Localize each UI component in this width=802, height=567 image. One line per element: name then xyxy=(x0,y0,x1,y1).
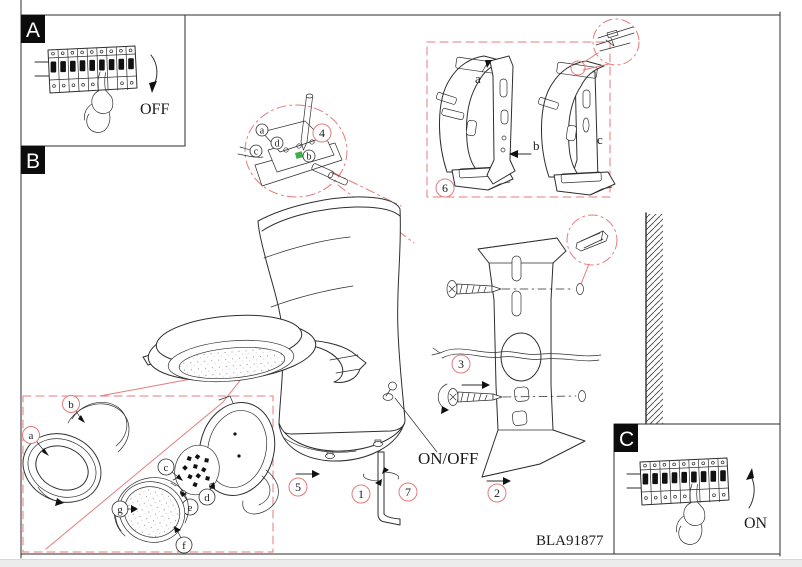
head-part-d-callout: d xyxy=(198,482,216,506)
svg-text:3: 3 xyxy=(458,357,464,371)
svg-text:g: g xyxy=(117,504,123,516)
green-wire xyxy=(311,163,348,186)
product-code: BLA91877 xyxy=(536,533,604,549)
head-arm xyxy=(299,339,367,383)
wall-bracket-assembled-view xyxy=(538,60,616,196)
svg-text:a: a xyxy=(260,126,265,137)
section-b: B xyxy=(21,146,45,174)
bracket-part-b-label: b xyxy=(533,138,540,153)
bracket-part-c-label: c xyxy=(597,132,603,147)
wall-section xyxy=(645,212,663,425)
section-c-label-box xyxy=(614,424,638,452)
svg-text:d: d xyxy=(275,139,280,150)
head-part-a-callout: a xyxy=(22,426,49,456)
mounting-plate-small xyxy=(486,55,516,185)
step-callout-6: 6 xyxy=(435,178,455,198)
svg-text:b: b xyxy=(307,152,312,163)
svg-text:2: 2 xyxy=(494,486,500,500)
circuit-breaker-off-illustration: OFF xyxy=(34,45,169,133)
switch-leader-line xyxy=(394,397,438,453)
terminal-detail-circle: a c d b 4 xyxy=(237,93,415,244)
switch-toggle xyxy=(382,381,397,401)
led-plate xyxy=(170,444,220,496)
lamp-body: ON/OFF xyxy=(257,196,478,468)
allen-key-group: 5 1 7 xyxy=(288,451,418,526)
mains-wire xyxy=(431,347,602,362)
head-part-c-callout: c xyxy=(157,458,183,481)
base-set-screws xyxy=(325,439,383,459)
screw-bottom xyxy=(437,381,503,414)
svg-text:b: b xyxy=(68,399,74,411)
step-callout-2: 2 xyxy=(487,483,507,503)
on-off-text: ON/OFF xyxy=(418,449,478,468)
head-part-g-callout: g xyxy=(111,500,138,518)
svg-text:1: 1 xyxy=(358,487,364,501)
step-callout-1: 1 xyxy=(351,484,371,504)
step-callout-7: 7 xyxy=(398,482,418,502)
svg-text:c: c xyxy=(164,462,169,474)
svg-text:c: c xyxy=(254,147,259,158)
screw-bottom-axis xyxy=(502,395,577,398)
lamp-head xyxy=(142,314,367,383)
page-bottom-edge xyxy=(0,559,802,567)
section-a-label-box xyxy=(21,15,45,43)
section-a-label: A xyxy=(26,19,40,42)
section-b-label: B xyxy=(26,150,40,173)
svg-text:4: 4 xyxy=(319,126,325,140)
screw-top xyxy=(446,280,502,298)
svg-text:e: e xyxy=(188,502,193,514)
diffuser-disc xyxy=(118,481,186,543)
hook-detail-circle xyxy=(582,18,640,71)
terminal-part-c-callout: c xyxy=(249,144,263,158)
step-callout-4: 4 xyxy=(312,123,332,143)
terminal-part-b-callout: b xyxy=(302,149,316,163)
svg-text:d: d xyxy=(204,492,210,504)
section-a: A OFF xyxy=(20,14,186,147)
anchor-hole-bottom xyxy=(578,390,586,402)
head-part-b-callout: b xyxy=(62,395,85,423)
lens-speckled xyxy=(178,347,286,379)
svg-text:5: 5 xyxy=(295,480,301,494)
step-callout-3: 3 xyxy=(451,354,471,374)
exploded-head-box: a b xyxy=(22,395,279,554)
head-part-f-callout: f xyxy=(174,526,193,554)
circuit-breaker-on-illustration: ON xyxy=(626,457,768,545)
svg-text:f: f xyxy=(182,540,186,552)
rotation-arrows xyxy=(363,467,400,486)
bracket-assembly-box: a b c xyxy=(426,18,640,198)
hook-highlight-circle xyxy=(570,60,586,76)
page-frame xyxy=(20,0,781,559)
anchor-hole-top xyxy=(576,283,584,295)
wall-anchor-detail-circle xyxy=(566,214,618,285)
section-c: C ON xyxy=(613,423,781,555)
svg-text:6: 6 xyxy=(442,181,448,195)
svg-text:a: a xyxy=(29,430,34,442)
wall-plate-group: 3 2 xyxy=(431,214,618,503)
section-c-label: C xyxy=(619,428,634,451)
allen-key xyxy=(377,451,401,526)
on-text: ON xyxy=(744,515,768,532)
terminal-part-d-callout: d xyxy=(270,136,284,150)
terminal-part-a-callout: a xyxy=(255,123,269,137)
section-b-label-box xyxy=(21,146,45,174)
screwdriver-icon xyxy=(300,93,314,151)
svg-text:7: 7 xyxy=(405,485,411,499)
bezel-ring xyxy=(22,433,102,506)
curved-arrow-up-icon xyxy=(748,475,755,509)
step-callout-5: 5 xyxy=(288,477,308,497)
off-text: OFF xyxy=(140,101,169,118)
glass-lens xyxy=(67,401,130,453)
bracket-part-a-label: a xyxy=(475,71,481,86)
earth-terminal-highlight xyxy=(295,151,304,159)
